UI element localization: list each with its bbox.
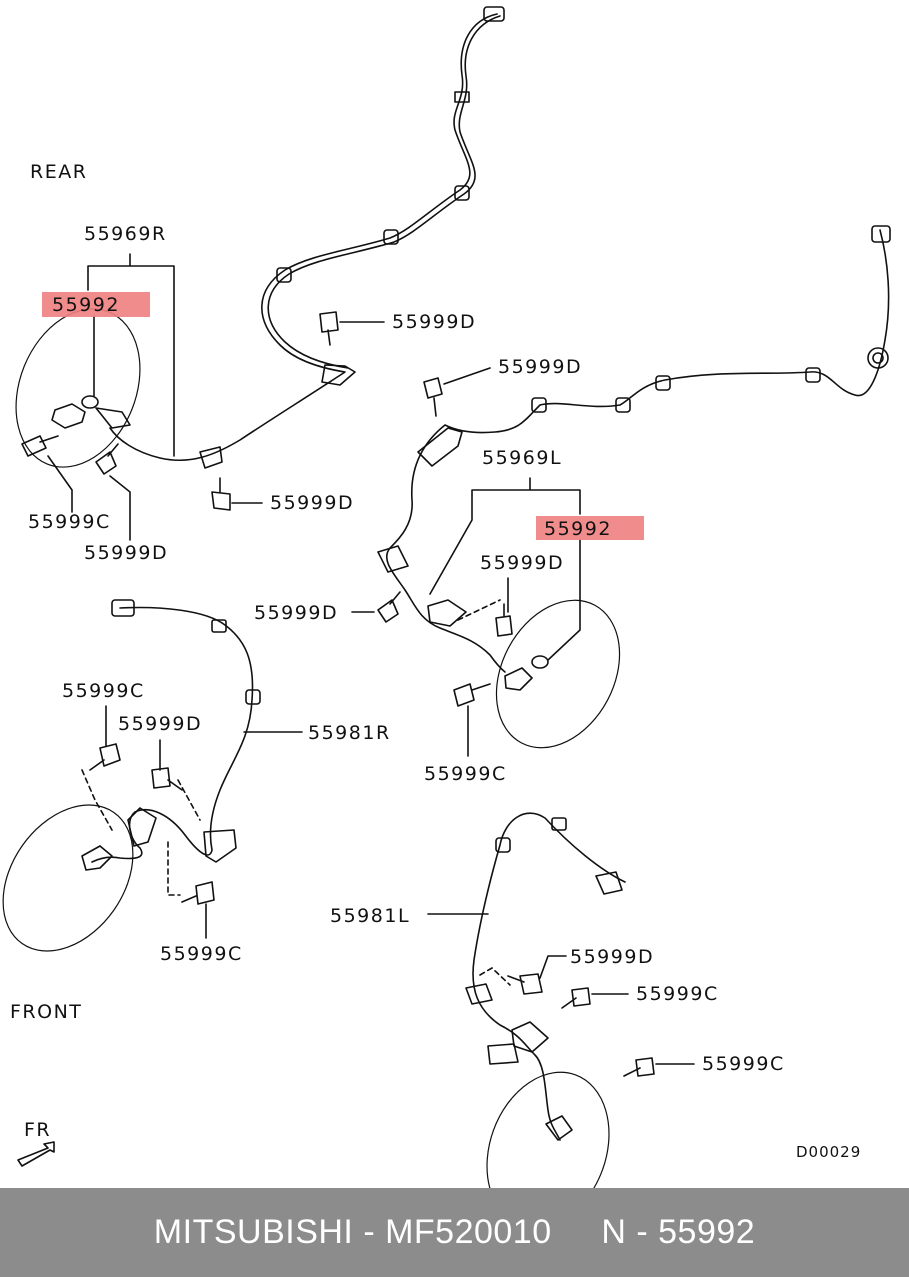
rear-left-o-ring: [531, 655, 549, 669]
rear-left-upper-bolt-icon: [423, 377, 443, 417]
rear-left-clip-3: [615, 397, 631, 413]
front-right-sensor: [81, 845, 113, 871]
rear-right-sensor-bracket: [95, 407, 131, 429]
rear-left-bracket: [427, 599, 467, 627]
rear-left-clip-5: [377, 545, 409, 573]
front-right-bracket: [203, 829, 237, 863]
front-left-bolt-d-leader: [539, 955, 567, 979]
front-left-connector: [595, 871, 623, 895]
rear-right-clip-5: [199, 446, 223, 469]
front-left-sensor: [545, 1115, 573, 1141]
front-right-hub-outline: [2, 804, 134, 952]
rear-right-bolt-d-icon: [95, 443, 119, 475]
part-label-55992-rear-right: 55992: [52, 294, 120, 316]
part-label-55992-rear-left: 55992: [544, 518, 612, 540]
front-left-clip-1: [551, 817, 567, 831]
rear-left-upper-bolt-leader: [443, 367, 491, 385]
rear-right-hub-outline: [15, 308, 141, 468]
rear-right-clip-2: [454, 185, 470, 201]
front-right-harness-cable: [91, 606, 254, 863]
fr-label: FR: [24, 1119, 51, 1141]
part-label-55999c-rear-right: 55999C: [28, 511, 111, 533]
rear-right-harness-cable-2: [267, 15, 501, 369]
front-right-loop-clip: [127, 807, 157, 847]
rear-right-bolt-d-leader: [109, 475, 131, 541]
rear-label: REAR: [30, 161, 87, 183]
part-label-55969l: 55969L: [482, 447, 562, 469]
rear-mid-bolt-icon: [211, 477, 231, 511]
fr-arrow-icon: [17, 1141, 55, 1167]
front-left-dash-line: [479, 967, 511, 986]
highlight-box-rear-left: [536, 516, 644, 540]
rear-right-bracket-lines: [87, 253, 175, 457]
rear-right-bolt-c-icon: [21, 435, 59, 457]
rear-left-connector: [871, 225, 891, 243]
rear-right-clip-4: [276, 267, 292, 283]
footer-part-info: MITSUBISHI - MF520010 N - 55992: [153, 1213, 756, 1251]
front-left-clip-3: [465, 983, 493, 1005]
rear-top-bolt-icon: [319, 311, 339, 346]
part-label-55999d-rear-mid: 55999D: [270, 492, 354, 514]
footer-bar: [0, 1188, 909, 1277]
front-left-bolt-d-icon: [507, 973, 543, 995]
front-right-bolt-d-icon: [151, 767, 183, 791]
part-label-55999c-rear-left: 55999C: [424, 763, 507, 785]
rear-left-upper-bracket: [417, 427, 463, 467]
front-right-lower-bolt-icon: [181, 881, 215, 905]
part-label-55999d-rear-left-upper: 55999D: [498, 356, 582, 378]
rear-right-bolt-c-leader: [47, 455, 73, 513]
part-label-55999c-front-left-upper: 55999C: [636, 983, 719, 1005]
rear-right-o-ring: [81, 395, 99, 409]
rear-right-clip-3: [383, 229, 399, 245]
front-left-hub-outline: [486, 1071, 610, 1188]
rear-left-sensor-bolt-d-icon: [495, 603, 513, 637]
front-right-clip-2: [245, 689, 261, 705]
part-label-55999d-rear-right: 55999D: [84, 542, 168, 564]
front-right-connector: [111, 599, 135, 617]
part-label-55999d-rear-left-sensor: 55999D: [480, 552, 564, 574]
part-label-55969r: 55969R: [84, 223, 167, 245]
rear-left-hub-outline: [495, 599, 621, 749]
part-label-55999d-rear-left-bracket: 55999D: [254, 602, 338, 624]
rear-left-harness-cable: [385, 229, 890, 673]
part-label-55999c-front-left-lower: 55999C: [702, 1053, 785, 1075]
part-label-55999c-front-right-lower: 55999C: [160, 943, 243, 965]
part-label-55999d-front-right: 55999D: [118, 713, 202, 735]
part-label-55999d-rear-top: 55999D: [392, 311, 476, 333]
front-left-harness-cable: [472, 812, 626, 1141]
rear-right-connector: [483, 6, 505, 22]
front-left-clip-2: [495, 837, 511, 853]
part-label-55981l: 55981L: [330, 905, 410, 927]
rear-left-highlight-leader: [547, 539, 581, 661]
rear-left-grommet-inner: [872, 352, 884, 364]
rear-left-bracket-lines: [429, 477, 581, 595]
front-left-lower-bolt-c-icon: [623, 1057, 655, 1077]
rear-right-bracket: [321, 364, 356, 386]
front-left-bracket: [487, 1043, 519, 1065]
front-right-clip-1: [211, 619, 227, 633]
rear-right-clip-1: [454, 91, 470, 103]
front-label: FRONT: [10, 1001, 82, 1023]
rear-left-dash-line: [457, 599, 501, 621]
rear-left-clip-1: [805, 367, 821, 383]
part-label-55999c-front-right-upper: 55999C: [62, 680, 145, 702]
front-right-dash-lines: [81, 769, 201, 896]
rear-left-grommet: [867, 347, 889, 369]
parts-diagram: REAR FRONT FR 55969R 55992 55999D 55999D…: [2, 6, 891, 1188]
rear-left-clip-2: [655, 375, 671, 391]
front-left-upper-bolt-c-icon: [561, 987, 591, 1009]
rear-left-bracket-bolt-icon: [377, 591, 401, 623]
rear-left-sensor: [504, 667, 533, 691]
diagram-code: D00029: [796, 1143, 861, 1161]
rear-right-harness-cable: [109, 13, 498, 462]
part-label-55999d-front-left: 55999D: [570, 946, 654, 968]
part-label-55981r: 55981R: [308, 722, 391, 744]
rear-left-sensor-bolt-c-icon: [453, 683, 491, 707]
rear-left-clip-4: [531, 397, 547, 413]
highlight-box-rear-right: [42, 292, 150, 317]
rear-right-sensor: [51, 403, 86, 429]
front-right-upper-bolt-icon: [89, 743, 121, 771]
